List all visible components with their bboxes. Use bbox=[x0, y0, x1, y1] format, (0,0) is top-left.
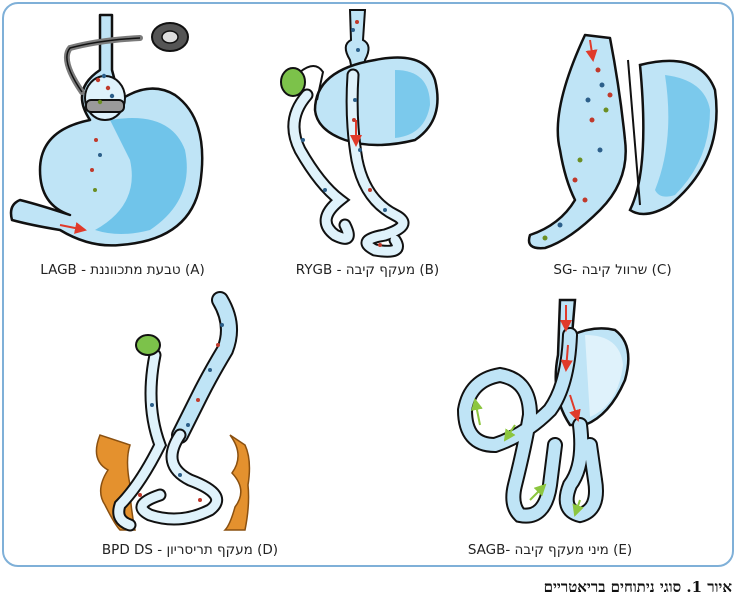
sagb-illustration bbox=[456, 298, 630, 524]
panel-rygb: RYGB - מעקף קיבה (B) bbox=[245, 0, 490, 285]
caption-rygb: RYGB - מעקף קיבה (B) bbox=[295, 262, 440, 278]
figure-caption: איור 1. סוגי ניתוחים בריאטריים bbox=[543, 578, 732, 596]
caption-sagb: SAGB- מיני מעקף קיבה (E) bbox=[467, 542, 633, 558]
bpdds-illustration bbox=[95, 291, 251, 532]
caption-bpdds: BPD DS - מעקף תריסריון (D) bbox=[101, 542, 279, 558]
panel-bpdds: BPD DS - מעקף תריסריון (D) bbox=[60, 285, 320, 565]
caption-lagb: LAGB - טבעת מתכווננת (A) bbox=[40, 262, 205, 278]
panel-lagb: LAGB - טבעת מתכווננת (A) bbox=[0, 0, 245, 285]
rygb-illustration bbox=[280, 9, 439, 258]
caption-sg: SG- שרוול קיבה (C) bbox=[553, 262, 672, 278]
lagb-illustration bbox=[9, 13, 204, 247]
sg-illustration bbox=[527, 33, 718, 250]
panel-sg: SG- שרוול קיבה (C) bbox=[490, 0, 735, 285]
panel-sagb: SAGB- מיני מעקף קיבה (E) bbox=[420, 285, 680, 565]
